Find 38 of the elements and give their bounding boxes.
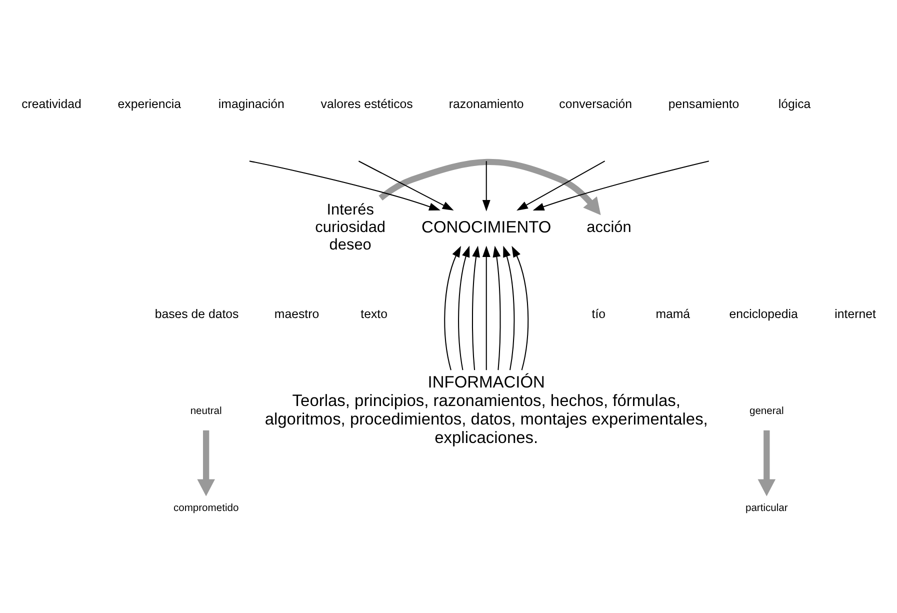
arrow bbox=[516, 160, 606, 211]
node-text: general bbox=[749, 406, 784, 418]
arrow bbox=[532, 160, 709, 210]
arrow bbox=[503, 246, 515, 370]
arrow bbox=[482, 161, 490, 212]
node-text: comprometido bbox=[173, 502, 239, 514]
arrow bbox=[249, 160, 440, 210]
arrow bbox=[458, 246, 470, 370]
arrow bbox=[492, 246, 501, 370]
label: experiencia bbox=[118, 96, 182, 111]
label: imaginación bbox=[218, 96, 284, 111]
arrow bbox=[358, 160, 454, 211]
label: mamá bbox=[656, 306, 690, 321]
node-text: neutral bbox=[190, 406, 222, 418]
label: pensamiento bbox=[668, 96, 740, 111]
label: maestro bbox=[274, 306, 320, 321]
arrow bbox=[444, 246, 462, 370]
arrow bbox=[482, 246, 490, 370]
label: texto bbox=[360, 306, 388, 321]
arrow bbox=[758, 430, 776, 496]
arrow bbox=[512, 246, 529, 370]
arrow bbox=[378, 158, 601, 216]
label: conversación bbox=[559, 96, 632, 111]
node-text: particular bbox=[745, 502, 788, 514]
label: creatividad bbox=[22, 96, 82, 111]
arrow bbox=[472, 246, 480, 370]
label: internet bbox=[834, 306, 876, 321]
node-text: CONOCIMIENTO bbox=[422, 218, 552, 236]
node-text: acción bbox=[586, 219, 632, 236]
label: enciclopedia bbox=[729, 306, 798, 321]
node-text: INFORMACIÓN Teorlas, principios, razonamientos, hechos, fórmulas, algoritmos, procedimientos, datos, montajes experimentales, explicaciones. bbox=[264, 374, 708, 448]
label: bases de datos bbox=[154, 306, 239, 321]
label: valores estéticos bbox=[320, 96, 413, 111]
arrow bbox=[197, 430, 215, 496]
label: lógica bbox=[778, 96, 811, 111]
label: razonamiento bbox=[448, 96, 524, 111]
label: tío bbox=[592, 306, 606, 321]
node-text: Interés curiosidad deseo bbox=[315, 202, 386, 254]
